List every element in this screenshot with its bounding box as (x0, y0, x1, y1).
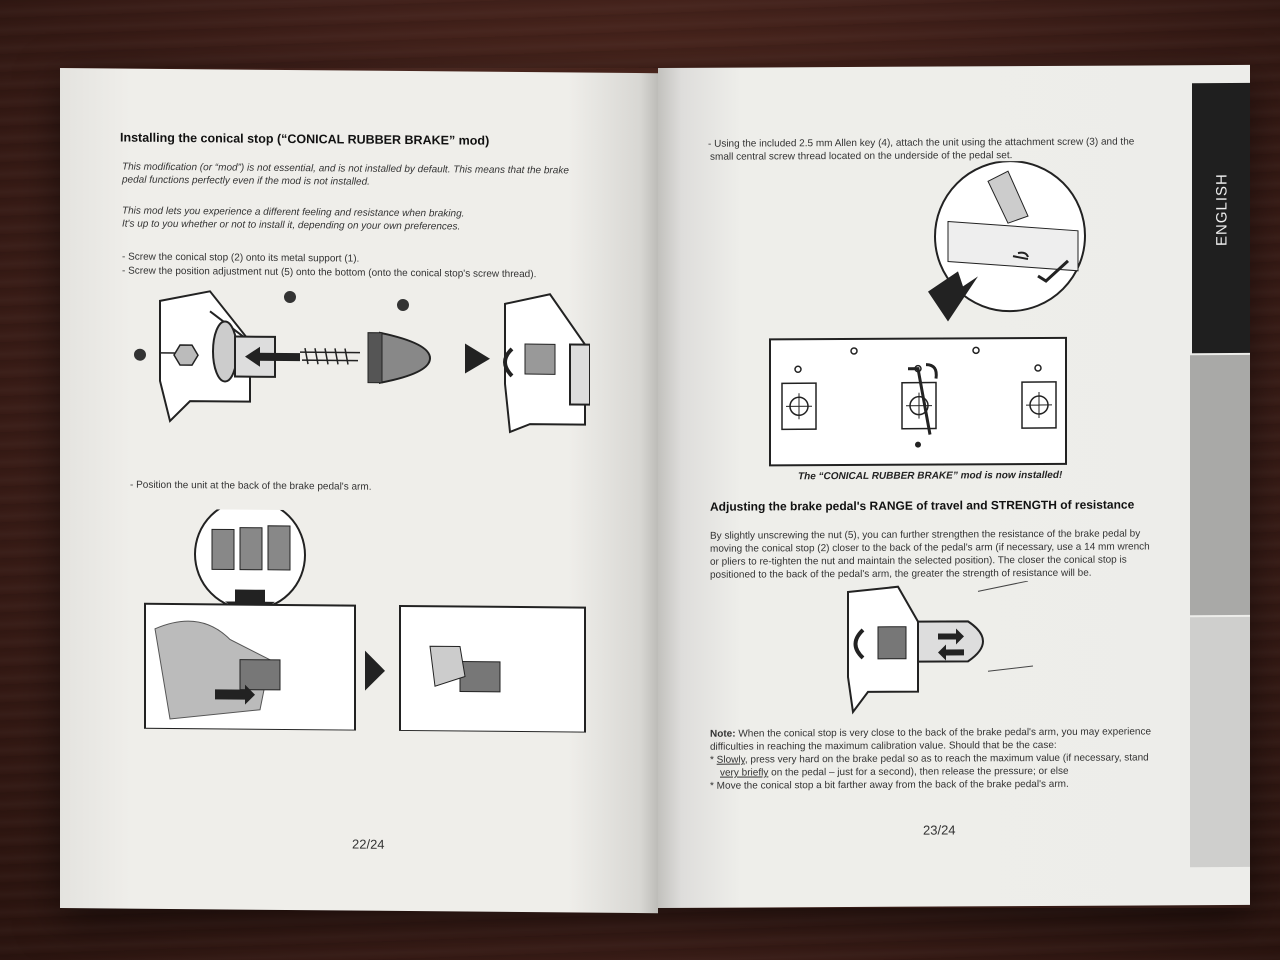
slowly-emphasis: Slowly (716, 754, 745, 766)
language-tab-label: ENGLISH (1213, 173, 1231, 247)
language-tab: ENGLISH (1192, 82, 1250, 354)
very-briefly-emphasis: very briefly (720, 767, 769, 779)
installed-caption: The “CONICAL RUBBER BRAKE” mod is now in… (798, 469, 1063, 483)
tab-edge-grey (1190, 354, 1250, 616)
right-page: - Using the included 2.5 mm Allen key (4… (658, 64, 1250, 908)
conical-stop-assembly-diagram (134, 290, 590, 434)
bullet-2-text: Move the conical stop a bit farther away… (716, 778, 1069, 792)
installed-base-plate-diagram (769, 336, 1067, 467)
step-position-unit: - Position the unit at the back of the b… (130, 479, 372, 493)
left-page-number: 22/24 (352, 836, 385, 852)
open-manual-booklet: Installing the conical stop (“CONICAL RU… (60, 64, 1250, 914)
allen-key-attachment-diagram (928, 160, 1086, 322)
right-page-number: 23/24 (923, 822, 956, 838)
bullet-1-text-cont: on the pedal – just for a second), then … (768, 765, 1069, 779)
intro-paragraph-2b: It's up to you whether or not to install… (122, 218, 461, 233)
note-label: Note: (710, 728, 736, 740)
bullet-1-text: , press very hard on the brake pedal so … (744, 752, 1149, 766)
pedal-positioning-diagram (144, 508, 586, 733)
left-page: Installing the conical stop (“CONICAL RU… (60, 68, 658, 914)
note-bullet-2: * Move the conical stop a bit farther aw… (710, 778, 1069, 792)
intro-paragraph-1: This modification (or “mod”) is not esse… (122, 161, 569, 188)
range-adjustment-diagram (847, 581, 1034, 715)
install-title: Installing the conical stop (“CONICAL RU… (120, 130, 490, 148)
adjust-body-4: positioned to the back of the pedal's ar… (710, 567, 1092, 581)
tab-edge-light (1190, 616, 1250, 868)
adjust-section-title: Adjusting the brake pedal's RANGE of tra… (710, 497, 1135, 514)
note-text-1: When the conical stop is very close to t… (738, 726, 1152, 740)
